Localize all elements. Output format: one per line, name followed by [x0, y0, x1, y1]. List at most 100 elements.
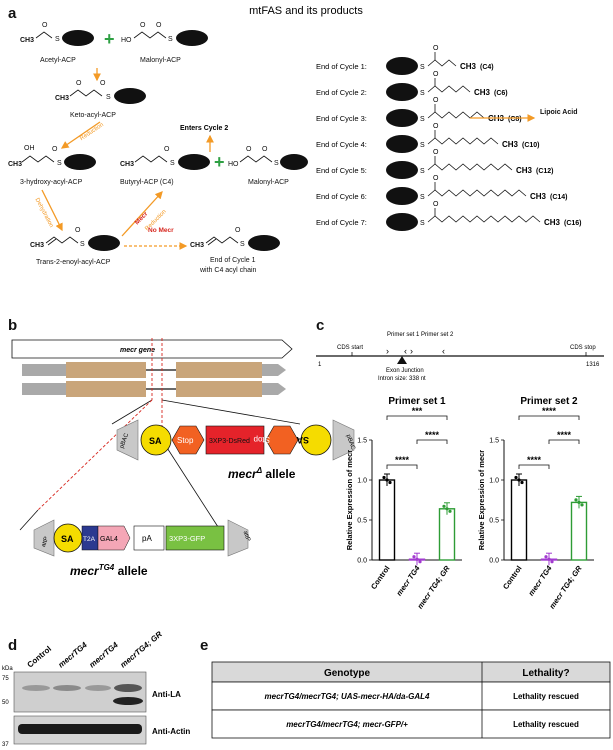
bar — [510, 479, 528, 561]
acyl-chain — [427, 111, 485, 119]
malonyl-acp-label: Malonyl-ACP — [140, 57, 181, 64]
svg-text:T2A: T2A — [83, 536, 96, 543]
bar — [438, 508, 456, 561]
pos-end: 1316 — [586, 362, 600, 368]
data-point — [517, 478, 521, 482]
plus-sign: + — [104, 29, 115, 49]
end-cycle-1-molecule: CH3 O S — [190, 227, 280, 251]
bar — [570, 501, 588, 561]
svg-text:3XP3-GFP: 3XP3-GFP — [169, 534, 205, 543]
lane-label: mecrTG4 — [57, 640, 90, 670]
svg-text:S: S — [274, 160, 279, 167]
x-tick-label: mecr TG4 — [526, 563, 554, 597]
acp-ellipse — [386, 109, 418, 127]
chart-title: Primer set 1 — [388, 396, 446, 407]
significance-bracket — [518, 464, 550, 469]
lipoic-acid-label: Lipoic Acid — [540, 109, 577, 116]
y-tick-label: 1.0 — [357, 478, 367, 485]
carbonyl-o: O — [433, 71, 439, 78]
y-tick-label: 1.5 — [489, 438, 499, 445]
cds-start-label: CDS start — [337, 345, 363, 351]
significance-label: **** — [527, 455, 542, 465]
svg-text:S: S — [57, 160, 62, 167]
ch3-label: CH3 — [474, 88, 491, 97]
sulfur-label: S — [420, 220, 425, 227]
svg-text:O: O — [246, 146, 252, 153]
svg-text:CH3: CH3 — [8, 161, 22, 168]
y-tick-label: 0.0 — [489, 558, 499, 565]
svg-text:S: S — [240, 241, 245, 248]
reduction-label: Reduction — [79, 122, 105, 142]
svg-text:O: O — [100, 80, 106, 87]
svg-text:HO: HO — [121, 37, 132, 44]
y-tick-label: 1.0 — [489, 478, 499, 485]
acp-ellipse — [62, 30, 94, 46]
carbonyl-o: O — [433, 201, 439, 208]
cycle-label: End of Cycle 7: — [316, 218, 367, 227]
no-mecr-label: No Mecr — [148, 227, 174, 234]
panel-c-label: c — [316, 317, 324, 334]
primer-set-1-label: Primer set 1 — [387, 332, 420, 338]
x-tick-label: mecr TG4; GR — [415, 564, 452, 611]
genotype-table — [211, 661, 611, 739]
acetyl-acp-label: Acetyl-ACP — [40, 57, 76, 64]
chain-length-label: (C14) — [550, 194, 568, 201]
sulfur-label: S — [420, 116, 425, 123]
chain-length-label: (C4) — [480, 64, 494, 71]
bar — [378, 479, 396, 561]
svg-text:O: O — [164, 146, 170, 153]
butyryl-acp-molecule: CH3 O S — [120, 146, 210, 170]
acp-ellipse — [386, 187, 418, 205]
svg-text:O: O — [140, 22, 146, 29]
significance-label: **** — [425, 430, 440, 440]
panel-a-label: a — [8, 5, 17, 22]
svg-text:CH3: CH3 — [30, 242, 44, 249]
significance-label: **** — [542, 406, 557, 416]
cycle-label: End of Cycle 3: — [316, 114, 367, 123]
malonyl-acp-label-2: Malonyl-ACP — [248, 179, 289, 186]
svg-text:HO: HO — [228, 161, 239, 168]
primer-set-2-label: Primer set 2 — [421, 332, 454, 338]
svg-text:pBAC: pBAC — [119, 432, 130, 449]
transcript-1 — [22, 362, 286, 378]
ch3-label: CH3 — [460, 62, 477, 71]
primer-arrow-4: ‹ — [442, 346, 445, 356]
panel-a-title: mtFAS and its products — [249, 5, 363, 17]
primer-arrow-1: › — [386, 346, 389, 356]
chart-title: Primer set 2 — [520, 396, 578, 407]
hydroxy-acyl-acp-molecule: CH3 OH O S — [8, 145, 96, 170]
svg-text:O: O — [156, 22, 162, 29]
svg-text:Stop: Stop — [253, 435, 270, 444]
mecr-delta-allele-label: mecrΔ allele — [228, 466, 296, 481]
blot-anti-la — [13, 671, 147, 713]
primer-arrow-3: › — [410, 346, 413, 356]
end-cycle-1-sub: with C4 acyl chain — [199, 267, 257, 274]
keto-acyl-acp-molecule: CH3 O O S — [55, 80, 146, 104]
acp-ellipse — [386, 83, 418, 101]
data-point — [388, 480, 392, 485]
significance-bracket — [416, 439, 448, 444]
data-point — [448, 509, 452, 513]
svg-text:attP: attP — [41, 536, 50, 548]
significance-bracket — [386, 464, 418, 469]
pos-start: 1 — [318, 362, 322, 368]
plus-sign-2: + — [214, 152, 225, 172]
enters-cycle-2-label: Enters Cycle 2 — [180, 125, 228, 132]
marker-75: 75 — [2, 676, 9, 682]
cds-stop-label: CDS stop — [570, 345, 596, 351]
ch3-label: CH3 — [544, 218, 561, 227]
cycle-label: End of Cycle 4: — [316, 140, 367, 149]
acyl-chain — [427, 215, 541, 223]
cycle-label: End of Cycle 2: — [316, 88, 367, 97]
acetyl-acp-molecule: CH3 O S — [20, 22, 94, 46]
mecr-delta-cassette: pBAC SA Stop 3XP3-DsRed Stop SA pBAC — [116, 419, 356, 461]
dashed-line-3 — [37, 399, 153, 511]
sulfur-label: S — [420, 168, 425, 175]
significance-bracket — [386, 415, 448, 420]
data-point — [442, 504, 446, 508]
data-point — [580, 503, 584, 507]
intron-size-label: Intron size: 338 nt — [378, 376, 426, 382]
data-point — [574, 498, 578, 502]
